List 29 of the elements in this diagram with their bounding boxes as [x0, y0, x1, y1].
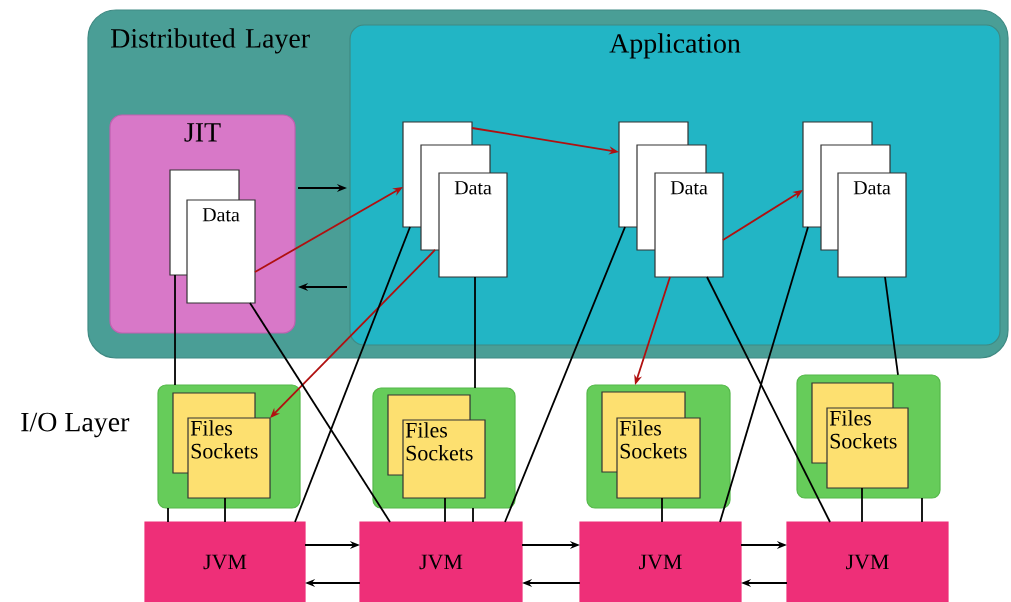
jvm-box: JVM: [786, 521, 949, 602]
connector-line: [174, 274, 176, 386]
jvm-box: JVM: [144, 521, 306, 602]
file-card: Files Sockets: [616, 417, 701, 499]
connector-line: [249, 302, 391, 523]
file-card: Files Sockets: [187, 417, 271, 499]
connector-line: [861, 487, 863, 523]
layer-label: I/O Layer: [21, 412, 130, 438]
connector-line: [921, 497, 923, 523]
connector-line: [444, 497, 446, 523]
connector-line: [224, 497, 226, 523]
connector-line: [504, 226, 626, 523]
connector-line: [884, 276, 899, 376]
document-page: Data: [186, 199, 256, 304]
connector-line: [706, 276, 831, 523]
document-page: Data: [654, 172, 724, 278]
arrow: [270, 249, 436, 418]
document-page: Data: [837, 172, 907, 278]
jvm-box: JVM: [359, 521, 523, 602]
connector-line: [474, 276, 476, 389]
connector-line: [472, 507, 474, 523]
file-card: Files Sockets: [402, 419, 486, 499]
connector-line: [661, 497, 663, 523]
connector-line: [719, 226, 809, 523]
file-card: Files Sockets: [826, 407, 909, 489]
connector-line: [167, 507, 169, 523]
jvm-box: JVM: [579, 521, 742, 602]
connector-line: [294, 226, 411, 523]
document-page: Data: [438, 172, 508, 278]
